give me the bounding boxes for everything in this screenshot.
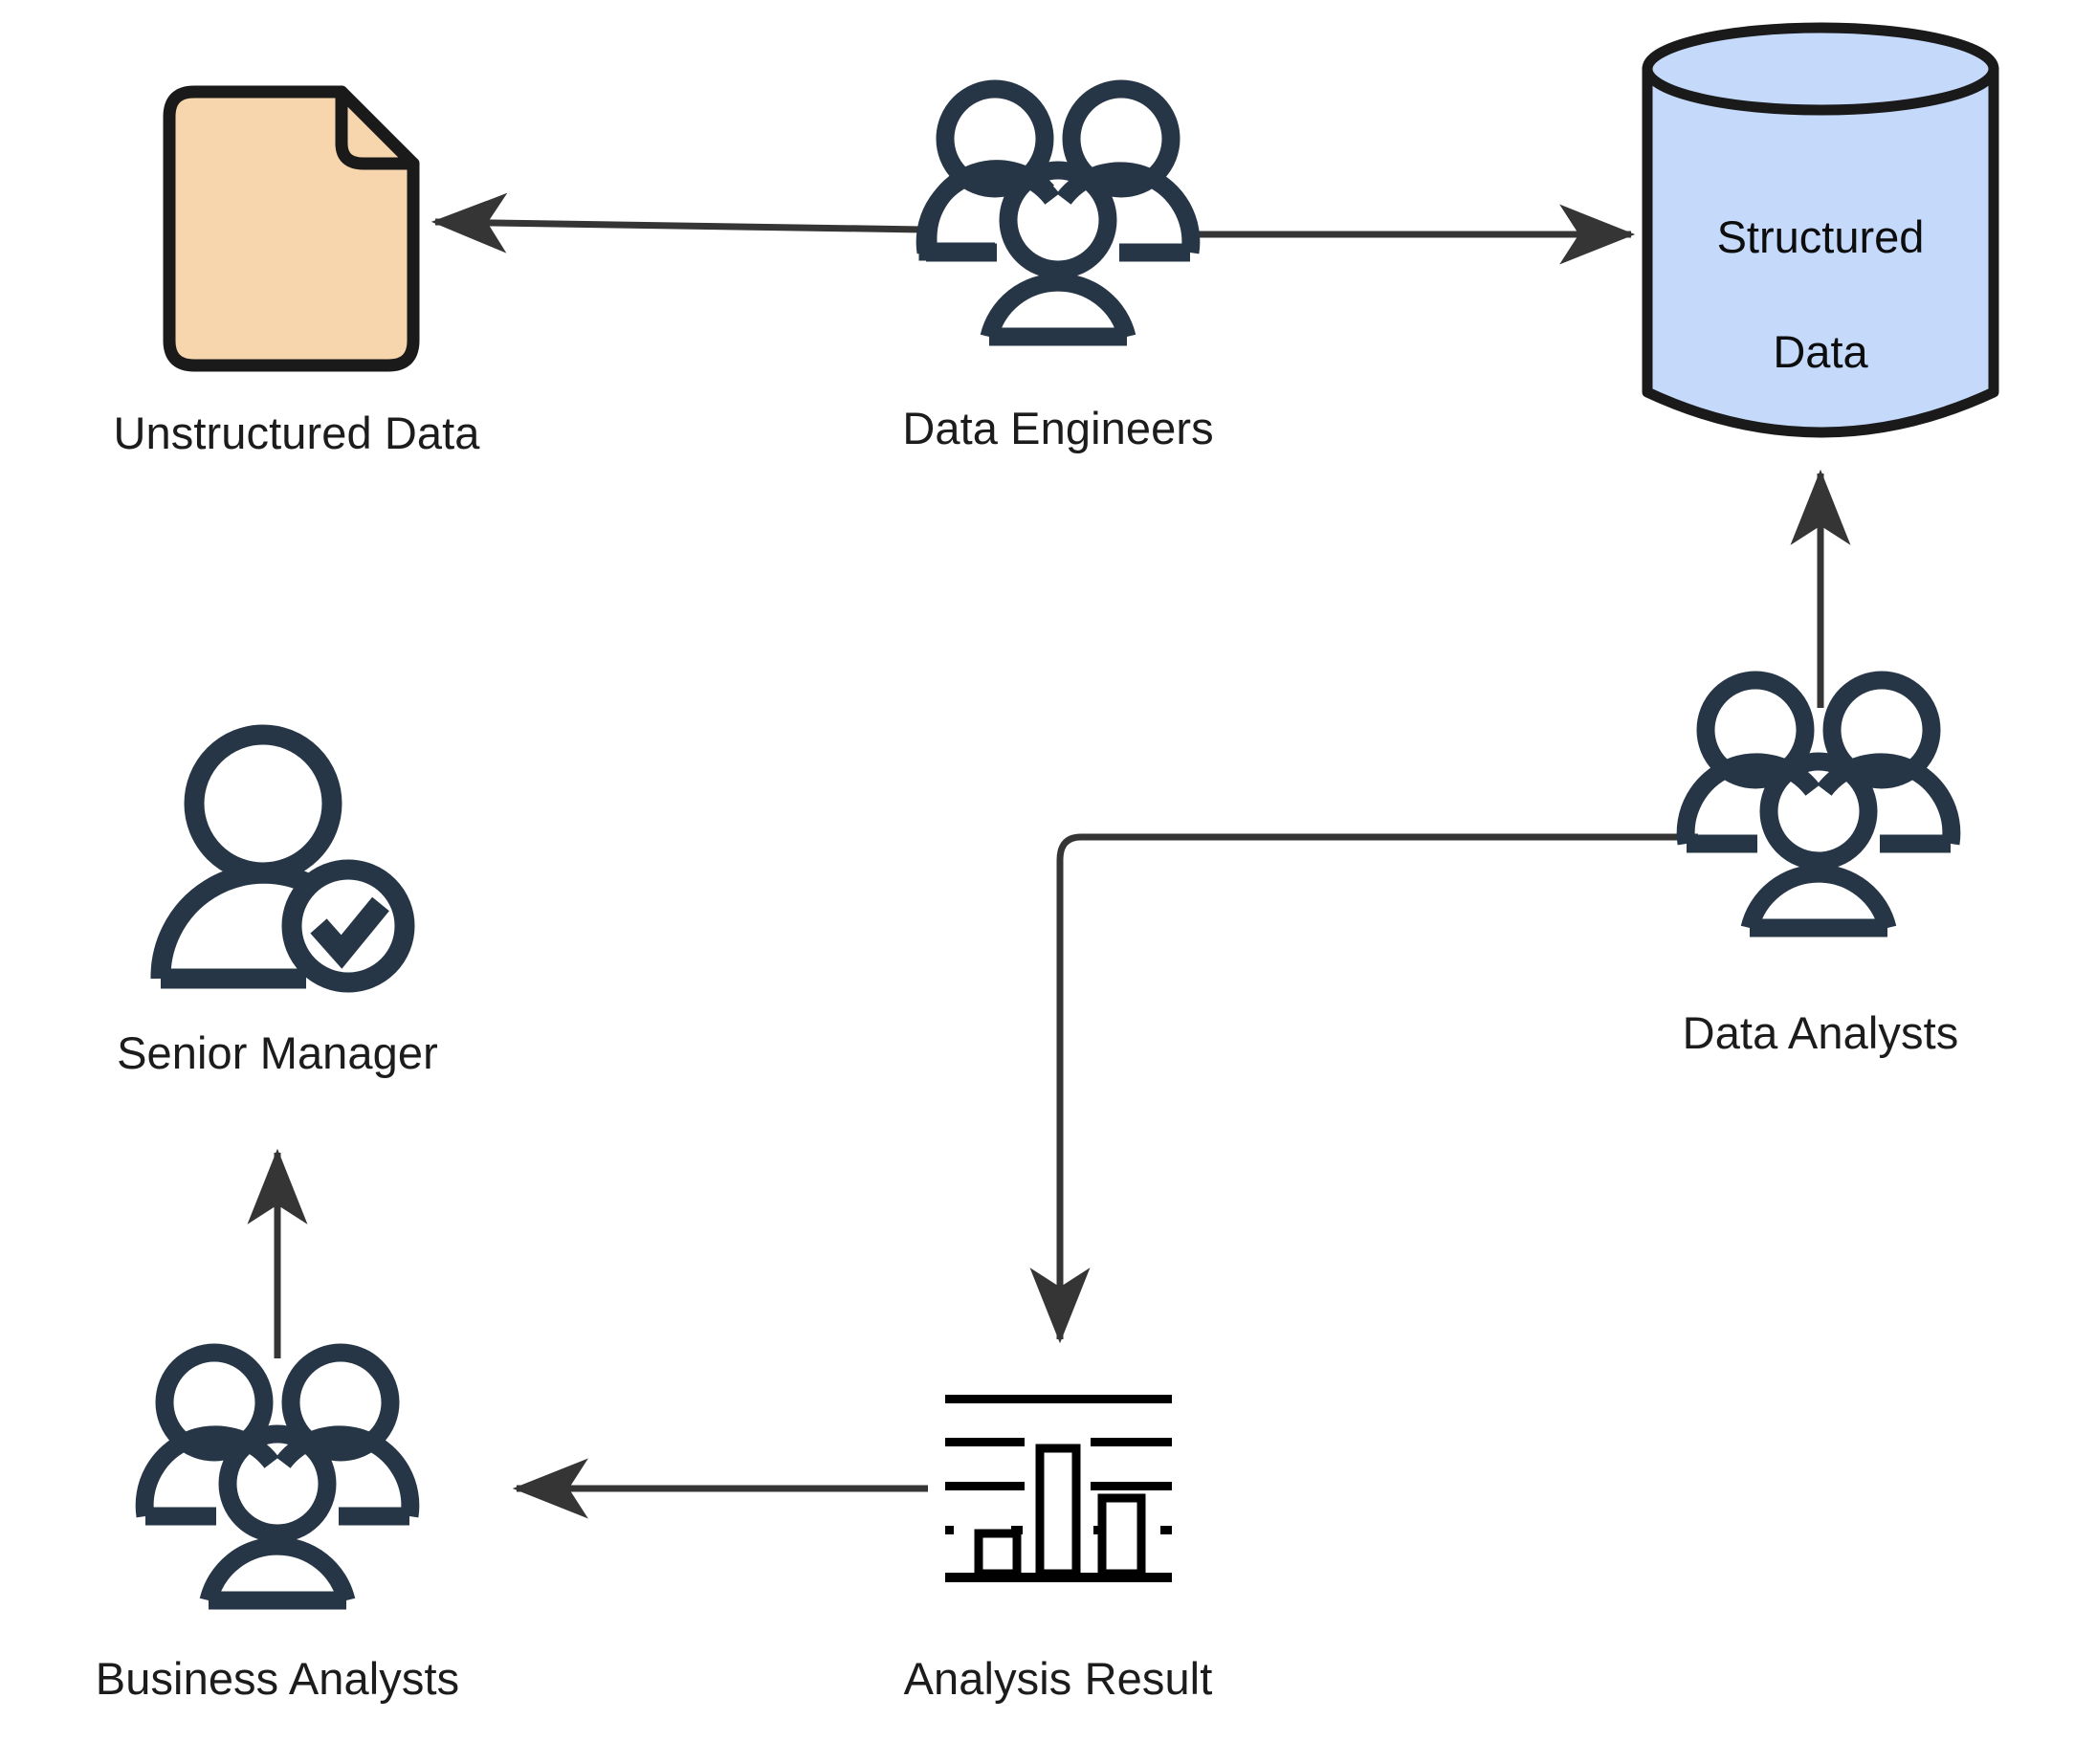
database-cylinder-icon[interactable]: [1642, 22, 1999, 438]
node-analysis-result[interactable]: [938, 1387, 1180, 1590]
edges-layer: [247, 192, 1851, 1519]
edge-analysts-to-result[interactable]: [1029, 833, 1698, 1344]
edge-engineers-to-unstructured[interactable]: [430, 192, 924, 254]
document-icon[interactable]: [163, 85, 420, 372]
label-data-analysts: Data Analysts: [1682, 1007, 1959, 1058]
label-senior-manager: Senior Manager: [117, 1027, 438, 1078]
label-business-analysts: Business Analysts: [95, 1653, 460, 1704]
node-structured-data[interactable]: [1642, 23, 1999, 438]
people-group-icon-business[interactable]: [135, 1343, 420, 1610]
node-unstructured-data[interactable]: [163, 84, 423, 373]
label-data-engineers: Data Engineers: [902, 403, 1214, 453]
people-group-icon-engineers[interactable]: [916, 79, 1201, 346]
bar-chart-icon[interactable]: [945, 1395, 1172, 1582]
structured-data-line-2: Data: [1773, 326, 1868, 378]
people-group-icon-analysts[interactable]: [1676, 671, 1961, 937]
structured-data-line-1: Structured: [1716, 211, 1925, 263]
label-unstructured-data: Unstructured Data: [113, 408, 480, 458]
node-business-analysts[interactable]: [138, 1343, 421, 1622]
node-senior-manager[interactable]: [153, 723, 409, 991]
structured-data-text: Structured Data: [1620, 151, 2021, 439]
node-data-engineers[interactable]: [918, 77, 1205, 356]
person-check-icon[interactable]: [150, 724, 415, 993]
label-analysis-result: Analysis Result: [903, 1653, 1213, 1704]
node-data-analysts[interactable]: [1679, 670, 1962, 949]
